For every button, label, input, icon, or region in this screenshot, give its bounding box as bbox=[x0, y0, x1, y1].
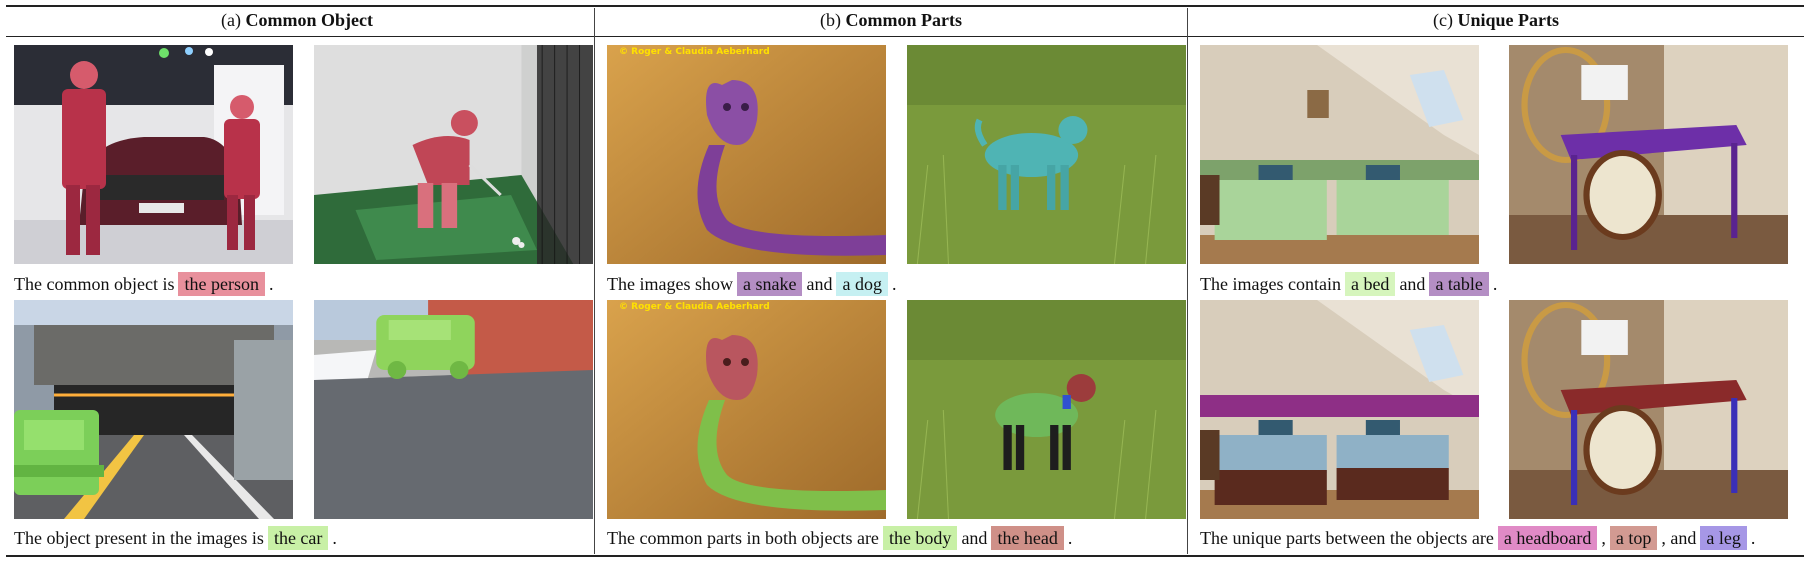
caption-text: The common parts in both objects are bbox=[607, 528, 879, 548]
caption-c-2: The unique parts between the objects are… bbox=[1200, 525, 1755, 551]
column-title-a: (a) Common Object bbox=[0, 10, 594, 31]
caption-text: . bbox=[332, 528, 337, 548]
image-desk-chair bbox=[1509, 45, 1788, 264]
caption-text: and bbox=[961, 528, 988, 548]
caption-text: . bbox=[268, 274, 274, 294]
caption-text: . bbox=[1750, 528, 1756, 548]
caption-text: The unique parts between the objects are bbox=[1200, 528, 1494, 548]
column-label: (c) bbox=[1433, 10, 1453, 30]
image-dog-parts bbox=[907, 300, 1186, 519]
highlight-tag: a top bbox=[1609, 526, 1658, 550]
table-header-rule bbox=[6, 36, 1804, 37]
highlight-tag: a table bbox=[1429, 272, 1489, 296]
column-title-c: (c) Unique Parts bbox=[1188, 10, 1804, 31]
caption-text: The object present in the images is bbox=[14, 528, 264, 548]
highlight-tag: the person bbox=[178, 272, 265, 296]
image-snake-parts: © Roger & Claudia Aeberhard bbox=[607, 300, 886, 519]
caption-text: , bbox=[1601, 528, 1606, 548]
highlight-tag: the car bbox=[267, 526, 329, 550]
watermark-text: © Roger & Claudia Aeberhard bbox=[619, 302, 770, 312]
highlight-tag: the head bbox=[991, 526, 1064, 550]
caption-text: . bbox=[1067, 528, 1073, 548]
caption-text: and bbox=[1399, 274, 1426, 294]
highlight-tag: a leg bbox=[1700, 526, 1747, 550]
highlight-tag: the body bbox=[882, 526, 958, 550]
column-heading: Unique Parts bbox=[1457, 10, 1559, 30]
image-bedroom-parts bbox=[1200, 300, 1479, 519]
table-top-rule bbox=[6, 5, 1804, 7]
image-snake-full: © Roger & Claudia Aeberhard bbox=[607, 45, 886, 264]
highlight-tag: a headboard bbox=[1497, 526, 1598, 550]
caption-text: The images contain bbox=[1200, 274, 1341, 294]
caption-text: . bbox=[891, 274, 897, 294]
column-separator bbox=[594, 8, 595, 554]
image-parking-suv bbox=[314, 300, 593, 519]
watermark-text: © Roger & Claudia Aeberhard bbox=[619, 47, 770, 57]
caption-text: and bbox=[806, 274, 833, 294]
image-showroom-persons bbox=[14, 45, 293, 264]
column-separator bbox=[1187, 8, 1188, 554]
image-batting-cage bbox=[314, 45, 593, 264]
column-label: (b) bbox=[820, 10, 841, 30]
column-heading: Common Object bbox=[245, 10, 373, 30]
caption-text: The images show bbox=[607, 274, 733, 294]
caption-text: . bbox=[1492, 274, 1498, 294]
caption-text: The common object is bbox=[14, 274, 175, 294]
table-bottom-rule bbox=[6, 555, 1804, 557]
image-dog-full bbox=[907, 45, 1186, 264]
image-desk-parts bbox=[1509, 300, 1788, 519]
image-bedroom-beds bbox=[1200, 45, 1479, 264]
highlight-tag: a bed bbox=[1344, 272, 1396, 296]
image-tunnel-car bbox=[14, 300, 293, 519]
column-title-b: (b) Common Parts bbox=[595, 10, 1187, 31]
column-heading: Common Parts bbox=[845, 10, 962, 30]
column-label: (a) bbox=[221, 10, 241, 30]
highlight-tag: a snake bbox=[736, 272, 803, 296]
highlight-tag: a dog bbox=[836, 272, 888, 296]
caption-text: , and bbox=[1661, 528, 1697, 548]
